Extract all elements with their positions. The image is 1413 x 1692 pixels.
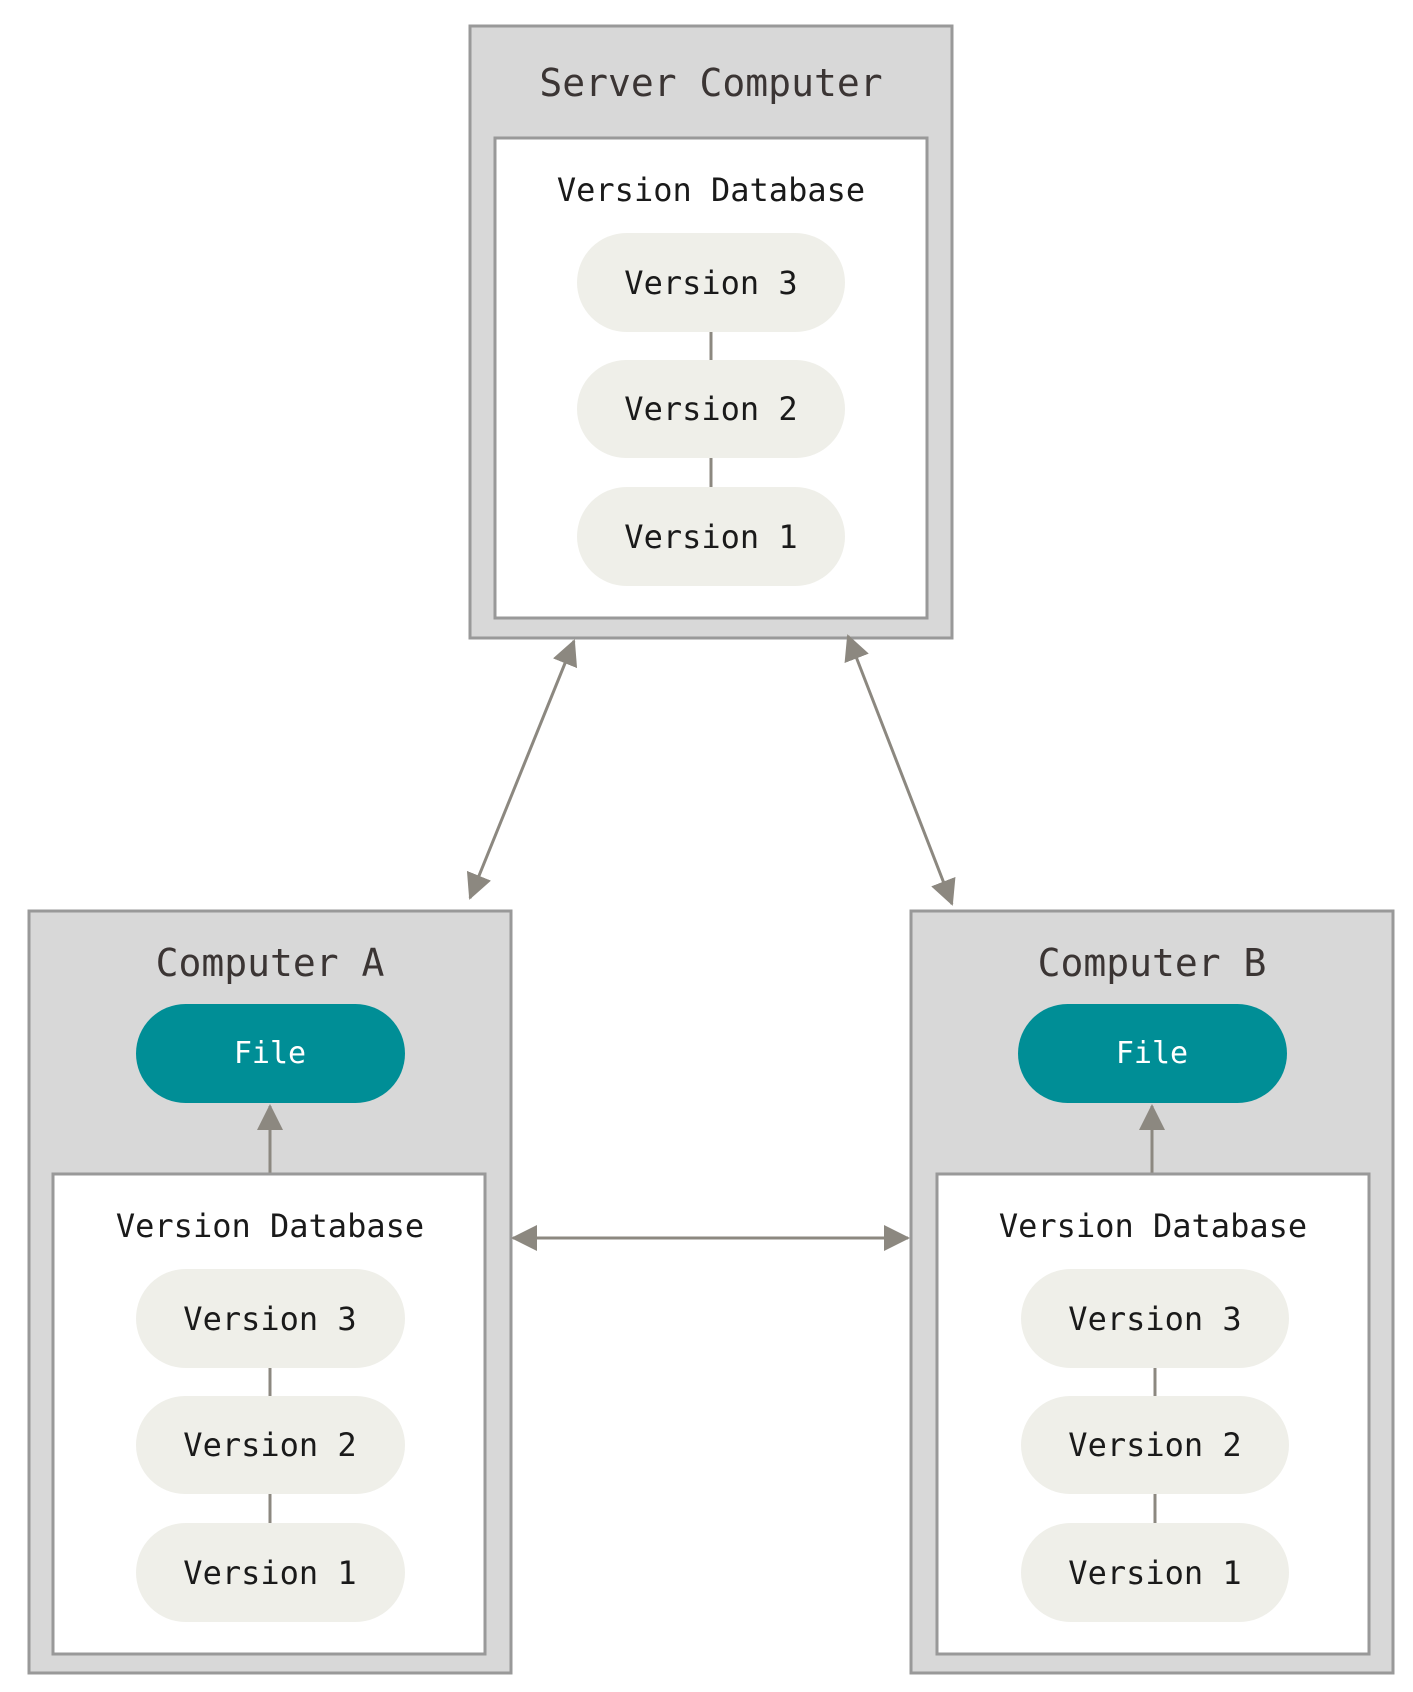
computer-a: Computer A File Version Database Version… xyxy=(27,909,513,1675)
computer-b-version-3-pill xyxy=(1021,1269,1289,1368)
server-version-3-pill xyxy=(577,233,845,332)
computer-a-version-database-title: Version Database xyxy=(116,1207,424,1245)
computer-b-version-1-label: Version 1 xyxy=(1068,1554,1241,1592)
computer-a-version-1-label: Version 1 xyxy=(183,1554,356,1592)
server-version-1-pill xyxy=(577,487,845,586)
server-version-2-pill xyxy=(577,360,845,458)
server-computer-a-sync-arrow xyxy=(466,639,578,900)
computer-b-title: Computer B xyxy=(1038,941,1267,985)
computer-b-file-pill xyxy=(1018,1004,1287,1103)
computer-a-version-1-pill xyxy=(136,1523,405,1622)
server-computer-title: Server Computer xyxy=(539,61,882,105)
computer-a-version-3-label: Version 3 xyxy=(183,1300,356,1338)
server-version-3-label: Version 3 xyxy=(624,264,797,302)
server-version-1-label: Version 1 xyxy=(624,518,797,556)
computer-b-version-2-label: Version 2 xyxy=(1068,1426,1241,1464)
computer-a-version-2-label: Version 2 xyxy=(183,1426,356,1464)
server-version-database-title: Version Database xyxy=(557,171,865,209)
computer-b-version-database-title: Version Database xyxy=(999,1207,1307,1245)
computer-a-file-pill xyxy=(136,1004,405,1103)
computer-a-version-3-pill xyxy=(136,1269,405,1368)
computer-b-file-label: File xyxy=(1116,1036,1188,1071)
computer-b: Computer B File Version Database Version… xyxy=(909,909,1395,1675)
computer-b-version-2-pill xyxy=(1021,1396,1289,1494)
server-version-2-label: Version 2 xyxy=(624,390,797,428)
server-computer-b-sync-arrow xyxy=(844,634,956,906)
computer-a-version-2-pill xyxy=(136,1396,405,1494)
computer-b-version-3-label: Version 3 xyxy=(1068,1300,1241,1338)
server-computer: Server Computer Version Database Version… xyxy=(468,24,954,640)
computer-a-title: Computer A xyxy=(156,941,385,985)
computer-b-version-1-pill xyxy=(1021,1523,1289,1622)
computer-a-file-label: File xyxy=(234,1036,306,1071)
